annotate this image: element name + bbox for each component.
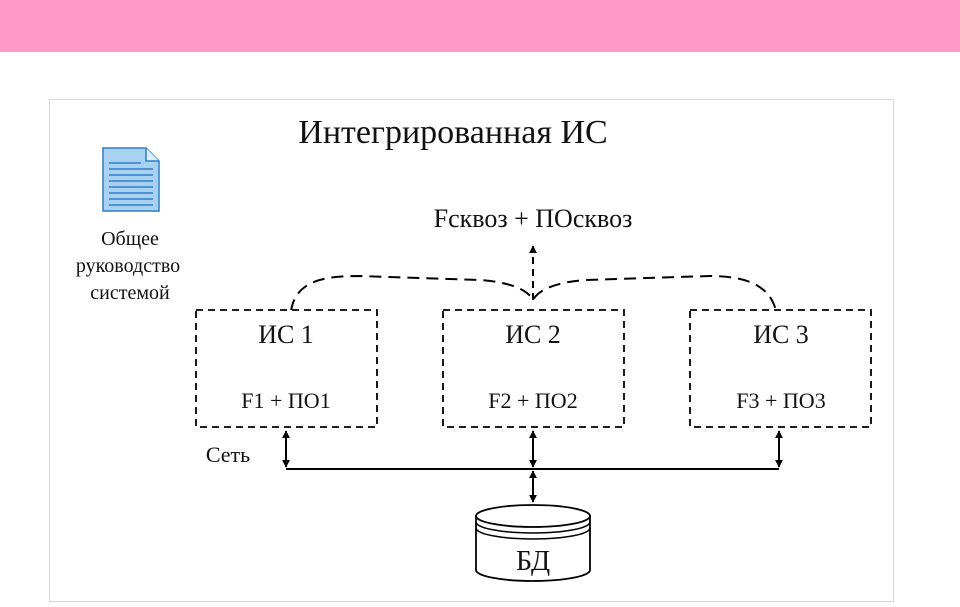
system-1-name: ИС 1 [258, 320, 314, 349]
system-3-content: F3 + ПО3 [736, 388, 825, 413]
system-1-content: F1 + ПО1 [241, 388, 330, 413]
system-box-2: ИС 2 F2 + ПО2 [442, 309, 625, 428]
network-label: Сеть [206, 442, 250, 467]
document-icon [102, 147, 160, 212]
system-2-content: F2 + ПО2 [488, 388, 577, 413]
management-label-line-3: системой [90, 282, 170, 304]
diagram-title: Интегрированная ИС [298, 114, 607, 151]
system-box-3: ИС 3 F3 + ПО3 [689, 309, 872, 428]
management-label-line-2: руководство [76, 255, 180, 277]
system-2-name: ИС 2 [505, 320, 561, 349]
system-3-name: ИС 3 [753, 320, 809, 349]
database-icon: БД [475, 504, 591, 582]
management-label-line-1: Общее [101, 228, 159, 250]
database-label: БД [516, 546, 550, 577]
top-banner [0, 0, 960, 52]
system-box-1: ИС 1 F1 + ПО1 [195, 309, 378, 428]
integrated-functions-label: Fсквоз + ПОсквоз [434, 204, 633, 233]
integration-brace [290, 274, 777, 312]
